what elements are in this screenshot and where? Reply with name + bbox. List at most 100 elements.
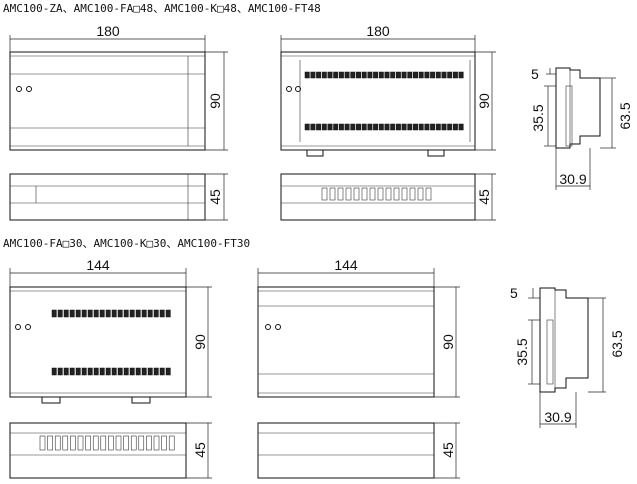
terminal-block [146, 435, 152, 451]
terminal-block [135, 309, 141, 318]
terminal-block [417, 187, 424, 201]
terminal-block [57, 309, 63, 318]
terminal-block [316, 71, 322, 79]
terminal-block [395, 71, 401, 79]
terminal-block [310, 123, 316, 131]
terminal-block [105, 309, 111, 318]
terminal-block [85, 435, 91, 451]
side-view-48: 5 35.5 63.5 30.9 [530, 66, 633, 190]
terminal-block [159, 309, 165, 318]
terminal-block [138, 435, 145, 451]
terminal-block [47, 435, 53, 451]
terminal-block [129, 367, 135, 376]
terminal-block [70, 435, 76, 451]
dim-width-144-a: 144 [86, 257, 110, 273]
terminal-block [87, 367, 93, 376]
terminal-block [458, 71, 464, 79]
dim-side-5-a: 5 [531, 66, 539, 82]
terminal-block [63, 367, 69, 376]
terminal-block [373, 123, 379, 131]
terminal-block [62, 435, 69, 451]
terminal-block [361, 71, 367, 79]
terminal-block [345, 187, 352, 201]
terminal-block [57, 367, 63, 376]
terminal-block [147, 309, 153, 318]
terminal-block [333, 123, 339, 131]
terminal-block [327, 71, 333, 79]
terminal-block [117, 309, 123, 318]
terminal-block [141, 367, 147, 376]
top-view-48-terminals: 45 [280, 173, 496, 221]
terminal-block [54, 435, 61, 451]
terminal-block [111, 309, 117, 318]
terminal-block [141, 309, 147, 318]
terminal-block [384, 71, 390, 79]
terminal-block [338, 123, 344, 131]
dim-side-5-b: 5 [510, 285, 518, 301]
terminal-block [329, 187, 336, 201]
terminal-block [424, 71, 430, 79]
dim-side-30-9-b: 30.9 [544, 409, 571, 425]
terminal-block [356, 71, 361, 79]
terminal-block [435, 71, 441, 79]
terminal-block [385, 187, 392, 201]
terminal-block [413, 71, 418, 79]
terminal-block [447, 71, 453, 79]
terminal-block [344, 71, 350, 79]
terminal-block [425, 187, 432, 201]
terminal-block [378, 123, 384, 131]
terminal-block [373, 71, 379, 79]
top-view-30-terminals: 45 [9, 422, 212, 479]
terminal-block [63, 309, 69, 318]
terminal-block [377, 187, 384, 201]
terminal-block [361, 123, 367, 131]
terminal-block [316, 123, 322, 131]
terminal-block [153, 367, 159, 376]
terminal-block [39, 435, 46, 451]
top-view-48-plain: 45 [9, 173, 228, 221]
terminal-block [409, 187, 416, 201]
dim-side-35-5-a: 35.5 [530, 104, 546, 131]
terminal-block [367, 71, 373, 79]
terminal-block [123, 367, 129, 376]
terminal-block [321, 71, 327, 79]
dim-height-90-a: 90 [207, 93, 223, 109]
terminal-block [367, 123, 373, 131]
terminal-block [310, 71, 316, 79]
terminal-block [161, 435, 167, 451]
dim-width-144-b: 144 [334, 257, 358, 273]
terminal-block [321, 123, 327, 131]
terminal-block [452, 71, 458, 79]
section-title-48: AMC100-ZA、AMC100-FA□48、AMC100-K□48、AMC10… [3, 2, 321, 15]
terminal-block [123, 309, 129, 318]
terminal-block [115, 435, 122, 451]
terminal-block [130, 435, 137, 451]
dim-side-63-5-b: 63.5 [609, 330, 625, 357]
terminal-block [384, 123, 390, 131]
terminal-block [344, 123, 350, 131]
terminal-block [99, 309, 105, 318]
terminal-block [430, 71, 436, 79]
terminal-block [356, 123, 361, 131]
dim-height-90-c: 90 [192, 334, 208, 350]
terminal-block [424, 123, 430, 131]
terminal-block [100, 435, 107, 451]
terminal-block [430, 123, 436, 131]
terminal-block [87, 309, 93, 318]
terminal-block [401, 123, 407, 131]
dim-side-30-9-a: 30.9 [559, 171, 586, 187]
terminal-block [350, 71, 356, 79]
dim-depth-45-c: 45 [192, 442, 208, 458]
terminal-block [327, 123, 333, 131]
terminal-block [418, 123, 424, 131]
dim-width-180-a: 180 [96, 23, 120, 39]
terminal-block [99, 367, 105, 376]
terminal-block [338, 71, 344, 79]
terminal-block [333, 71, 339, 79]
terminal-block [75, 367, 81, 376]
front-view-48-plain: 180 90 [9, 23, 228, 151]
terminal-block [441, 123, 447, 131]
dim-height-90-b: 90 [476, 93, 492, 109]
dim-depth-45-a: 45 [207, 189, 223, 205]
